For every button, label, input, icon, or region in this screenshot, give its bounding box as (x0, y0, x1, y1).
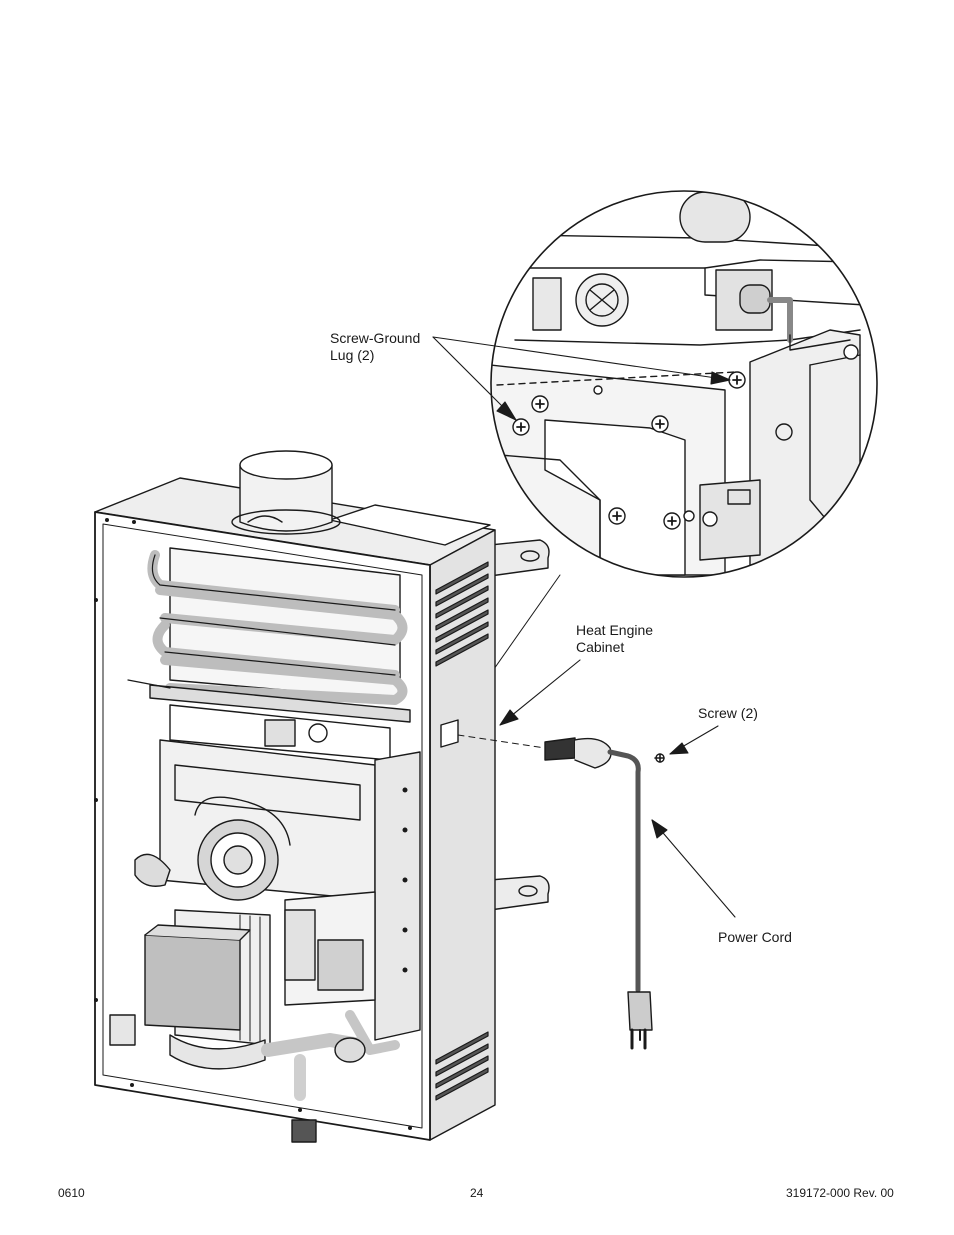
control-board (284, 751, 421, 1041)
document-number: 319172-000 Rev. 00 (786, 1186, 894, 1200)
exhaust-collar (231, 450, 341, 535)
heat-exchanger (127, 547, 411, 723)
blower-assembly (134, 704, 391, 901)
leader-lines (432, 336, 736, 918)
detail-magnifier (490, 190, 878, 578)
page-number: 24 (470, 1186, 484, 1200)
water-fittings (261, 1010, 400, 1143)
heat-engine-cabinet-callout: Heat Engine Cabinet (576, 622, 654, 655)
screw-callout: Screw (2) (698, 705, 758, 721)
power-cord (457, 734, 665, 1050)
pump-motor (109, 909, 271, 1070)
footer-date-code: 0610 (58, 1186, 85, 1200)
power-cord-callout: Power Cord (718, 929, 792, 945)
screw-ground-lug-callout: Screw-Ground Lug (2) (330, 330, 421, 363)
